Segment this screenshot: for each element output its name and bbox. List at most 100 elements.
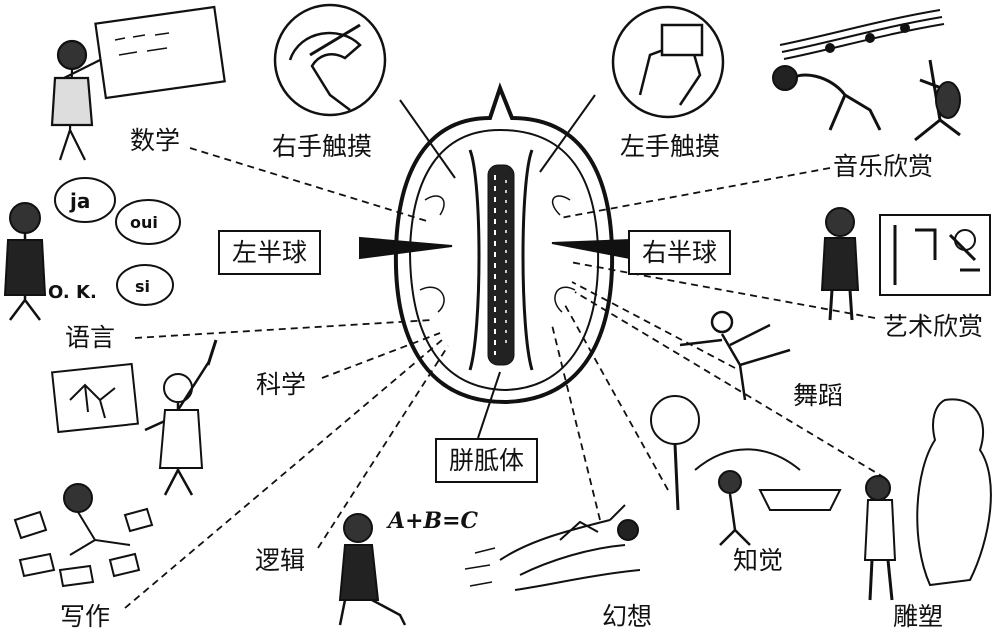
test-tube-icon [206,339,218,366]
formula-text: A+B=C [388,508,479,534]
label-left-hemisphere: 左半球 [218,230,322,275]
pointer-left-hand [539,94,596,173]
viewer-body [820,237,860,291]
writer-head [63,483,93,513]
sculptor-head [865,475,891,501]
viewer-head [825,207,855,237]
note-icon-3 [900,23,910,33]
molecule-chart-icon [50,362,140,434]
flying-figure-head [617,519,639,541]
speaker-coat [3,239,47,296]
bubble-si [116,264,174,306]
statue-icon [916,398,992,587]
brain-inner-outline [408,128,600,392]
right-lobe-texture [551,195,576,313]
leader-logic [317,345,449,549]
brain-outline [393,82,615,405]
dance-illustration [679,310,791,401]
label-sculpture: 雕塑 [893,602,944,631]
label-science: 科学 [256,370,307,399]
label-right-hemisphere: 右半球 [628,230,732,275]
board-scribbles [114,32,170,56]
flying-figure-icon [499,504,641,591]
right-hand-touch-illustration [273,3,387,117]
sculpture-illustration [863,398,992,601]
dancer-head [710,310,734,334]
label-writing: 写作 [60,602,111,631]
left-hand-circle [611,5,725,119]
painting-spiral-icon [954,229,976,251]
bubble-ja [54,177,116,223]
thinker-head [343,513,373,543]
label-perception: 知觉 [733,546,784,575]
perception-illustration [650,395,842,546]
brain [393,82,615,405]
label-dance: 舞蹈 [793,381,844,410]
hills-icon [694,448,842,511]
note-icon-2 [865,33,875,43]
observer-body [719,493,751,546]
label-art: 艺术欣赏 [883,312,984,341]
dashed-leaders [124,147,886,609]
label-left-hand-touch: 左手触摸 [620,132,721,161]
leader-sculpture [574,291,886,479]
right-hand-circle [273,3,387,117]
pointer-right-hand [399,99,456,179]
sculptor-legs [868,559,894,601]
leader-art [569,261,876,319]
science-illustration [50,339,218,496]
dancer-body [679,323,791,401]
music-illustration [772,9,961,142]
observer-head [718,470,742,494]
bubble-oui-text: oui [130,213,158,232]
speaker-head [9,202,41,234]
language-illustration: ja oui si O. K. [3,177,181,321]
left-hemisphere-inner-edge [468,149,481,371]
tree-crown-icon [650,395,700,445]
molecule-icon [69,383,116,419]
label-music: 音乐欣赏 [833,152,934,181]
bubble-si-text: si [135,277,150,296]
leader-dance [571,281,736,369]
left-hand-touch-illustration [611,5,725,119]
music-staff-icon [779,9,945,60]
ok-text: O. K. [48,282,97,303]
label-fantasy: 幻想 [602,602,653,631]
teacher-coat [50,76,94,127]
paper-pile-icon [13,507,154,588]
pen-icon [309,23,361,57]
painting-content [893,225,980,285]
math-illustration [50,5,226,161]
art-illustration [820,207,991,321]
thinker-legs [338,598,407,626]
teacher-head [56,39,88,71]
thinker-body [338,544,380,601]
leader-writing [124,339,443,609]
leader-science [321,332,441,379]
label-math: 数学 [130,126,181,155]
blackboard-icon [94,5,226,100]
tree-trunk-icon [673,443,680,511]
painting-icon [879,214,991,296]
leader-perception [564,304,669,491]
pointer-corpus-callosum [477,371,501,439]
bubble-oui [115,199,181,245]
speed-lines [464,547,496,587]
leader-math [189,147,431,223]
right-hemisphere-inner-edge [521,149,534,371]
logic-illustration [338,513,407,626]
pointer-left-hemisphere [359,236,453,260]
corpus-callosum-shape [487,164,515,366]
listener-figure [788,73,882,131]
sculptor-body [863,499,897,561]
pointer-right-hemisphere [551,238,631,260]
writer-body [69,511,131,556]
label-corpus-callosum: 胼胝体 [435,438,539,483]
note-icon-1 [825,43,835,53]
leader-music [559,167,831,219]
bubble-ja-text: ja [69,189,90,213]
viewer-legs [828,289,854,321]
label-right-hand-touch: 右手触摸 [272,132,373,161]
